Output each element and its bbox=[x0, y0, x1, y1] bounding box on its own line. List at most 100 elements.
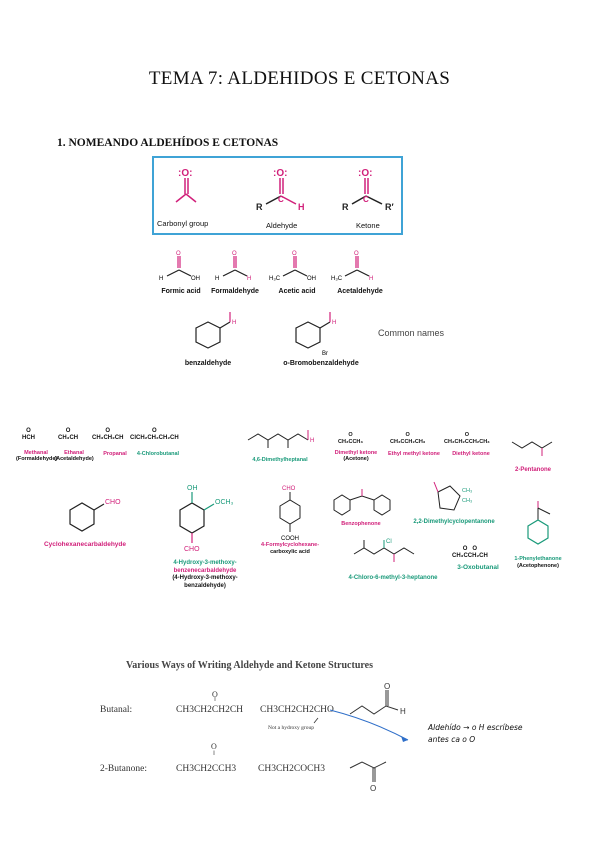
svg-text:OH: OH bbox=[307, 276, 316, 282]
benzaldehyde-label: benzaldehyde bbox=[184, 360, 232, 367]
vanillin-structure: OH OCH₃ CHO bbox=[179, 485, 234, 553]
svg-text:O: O bbox=[176, 251, 181, 257]
svg-text:H: H bbox=[215, 276, 219, 282]
carbonyl-label: Carbonyl group bbox=[157, 219, 209, 228]
benzophenone-label: Benzophenone bbox=[341, 521, 381, 527]
svg-text:OH: OH bbox=[187, 485, 198, 492]
dimethylcyclopentanone-label: 2,2-Dimethylcyclopentanone bbox=[413, 519, 495, 525]
pentanone-label: 2-Pentanone bbox=[514, 467, 551, 473]
butanone-formula-2: CH3CH2COCH3 bbox=[258, 764, 326, 774]
dimethylcyclopentanone-structure: CH₃ CH₃ bbox=[433, 481, 472, 511]
svg-text:O: O bbox=[370, 784, 376, 793]
cyclohexanecarbaldehyde-label: Cyclohexanecarbaldehyde bbox=[43, 541, 126, 548]
ethylmethylketone-label: Ethyl methyl ketone bbox=[388, 451, 440, 457]
butanone-formula-1: CH3CH2CCH3 bbox=[176, 764, 237, 774]
svg-text:H₃C: H₃C bbox=[269, 276, 281, 282]
svg-text:O: O bbox=[354, 251, 359, 257]
butanal-label: Butanal: bbox=[100, 705, 133, 715]
aromatic-aldehydes: H H Br bbox=[195, 312, 336, 357]
phenylethanone-label: 1-Phenylethanone(Acetophenone) bbox=[514, 556, 562, 569]
butanal-skeletal-and-arrow: O H bbox=[313, 682, 409, 742]
common-structures: O O O O H OH H H H₃C OH H₃C H bbox=[159, 251, 373, 282]
acetophenone-structure bbox=[527, 501, 551, 545]
diethylketone-label: Diethyl ketone bbox=[452, 451, 490, 457]
butanal-formula-1: CH3CH2CH2CH bbox=[176, 705, 244, 715]
svg-text::O:: :O: bbox=[273, 168, 287, 179]
svg-text:COOH: COOH bbox=[281, 536, 299, 542]
svg-text:CH₃: CH₃ bbox=[462, 488, 472, 494]
svg-text:O: O bbox=[292, 251, 297, 257]
dimethylheptanal-label: 4,6-Dimethylheptanal bbox=[252, 457, 308, 463]
svg-text:C: C bbox=[363, 195, 369, 204]
svg-text:O: O bbox=[384, 682, 390, 691]
acetic-acid-label: Acetic acid bbox=[278, 288, 316, 295]
svg-text:H: H bbox=[298, 202, 305, 212]
common-names-caption: Common names bbox=[378, 328, 445, 338]
svg-text:H: H bbox=[247, 276, 251, 282]
carbonyl-structure bbox=[175, 178, 197, 203]
svg-text::O:: :O: bbox=[358, 168, 372, 179]
svg-text:H₃C: H₃C bbox=[331, 276, 343, 282]
svg-text:H: H bbox=[159, 276, 163, 282]
formylcyclohexane-structure: CHO COOH bbox=[279, 486, 301, 542]
svg-text:Cl: Cl bbox=[386, 539, 392, 545]
formylcyclohexane-label: 4-Formylcyclohexane-carboxylic acid bbox=[260, 542, 320, 555]
benzophenone-structure bbox=[333, 489, 391, 516]
svg-text:H: H bbox=[232, 320, 236, 326]
svg-text:CH₃: CH₃ bbox=[462, 498, 472, 504]
dimethylketone-label: Dimethyl ketone(Acetone) bbox=[334, 450, 378, 462]
chloromethylheptanone-structure: Cl bbox=[353, 539, 415, 562]
butanal-formula-2: CH3CH2CH2CHO bbox=[260, 705, 334, 715]
pentanone-structure bbox=[511, 441, 553, 456]
svg-text:CHO: CHO bbox=[184, 546, 200, 553]
butanone-skeletal: O bbox=[349, 761, 387, 793]
svg-text:R′: R′ bbox=[385, 202, 394, 212]
svg-text:H: H bbox=[310, 438, 314, 444]
ethanal-label: Ethanal(Acetaldehyde) bbox=[54, 450, 94, 462]
butanone-label: 2-Butanone: bbox=[100, 764, 147, 774]
svg-text:O: O bbox=[232, 251, 237, 257]
svg-text::O:: :O: bbox=[178, 168, 192, 179]
oxobutanal-label: 3-Oxobutanal bbox=[457, 564, 499, 571]
propanal-label: Propanal bbox=[103, 451, 127, 457]
svg-text:OH: OH bbox=[191, 276, 200, 282]
formic-acid-label: Formic acid bbox=[161, 288, 201, 295]
ketone-label: Ketone bbox=[356, 221, 380, 230]
svg-text:R: R bbox=[342, 202, 349, 212]
chloromethylheptanone-label: 4-Chloro-6-methyl-3-heptanone bbox=[348, 575, 438, 581]
dimethylheptanal-structure: H bbox=[247, 430, 314, 448]
formaldehyde-label: Formaldehyde bbox=[211, 288, 259, 295]
butanal-f1-oxygen: O bbox=[212, 690, 218, 699]
svg-text:CHO: CHO bbox=[105, 499, 121, 506]
butanone-f1-bond: ‖ bbox=[213, 751, 215, 757]
svg-text:H: H bbox=[369, 276, 373, 282]
vanillin-label: 4-Hydroxy-3-methoxy-benzenecarbaldehyde(… bbox=[172, 560, 238, 589]
methanal-label: Methanal(Formaldehyde) bbox=[16, 450, 58, 462]
svg-text:H: H bbox=[332, 320, 336, 326]
acetaldehyde-label: Acetaldehyde bbox=[337, 288, 383, 295]
aldehyde-label: Aldehyde bbox=[266, 221, 298, 230]
svg-text:R: R bbox=[256, 202, 263, 212]
chlorobutanal-label: 4-Chlorobutanal bbox=[136, 451, 180, 457]
not-hydroxy-note: Not a hydroxy group bbox=[268, 725, 314, 731]
bromobenzaldehyde-label: o-Bromobenzaldehyde bbox=[283, 360, 359, 367]
butanal-f1-bond: ‖ bbox=[214, 697, 216, 703]
svg-text:C: C bbox=[278, 195, 284, 204]
section-heading: 1. NOMEANDO ALDEHÍDOS E CETONAS bbox=[57, 137, 279, 149]
butanone-f1-oxygen: O bbox=[211, 742, 217, 751]
svg-text:CHO: CHO bbox=[282, 486, 296, 492]
svg-text:H: H bbox=[400, 707, 406, 716]
ways-heading: Various Ways of Writing Aldehyde and Ket… bbox=[126, 660, 373, 671]
svg-text:Br: Br bbox=[322, 351, 328, 357]
page-title: TEMA 7: ALDEHIDOS E CETONAS bbox=[148, 68, 451, 89]
cyclohexanecarbaldehyde-structure: CHO bbox=[69, 499, 121, 532]
svg-text:OCH₃: OCH₃ bbox=[215, 499, 234, 506]
